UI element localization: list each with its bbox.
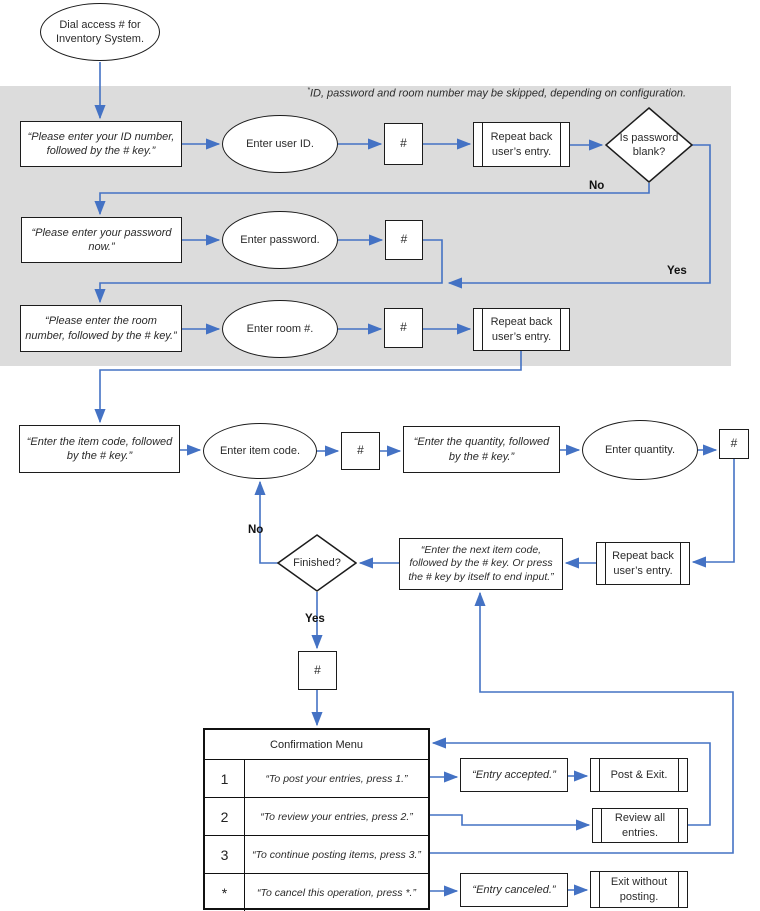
hash-key-4: # <box>341 432 380 470</box>
configuration-footnote: *ID, password and room number may be ski… <box>307 87 686 100</box>
enter-password: Enter password. <box>222 211 338 269</box>
menu-text-post: “To post your entries, press 1.” <box>265 772 408 785</box>
menu-key-1: 1 <box>205 760 245 797</box>
menu-text-continue: “To continue posting items, press 3.” <box>252 848 421 861</box>
decision-is-password-blank: Is password blank? <box>605 107 693 183</box>
hash-key-1: # <box>384 123 423 165</box>
prompt-quantity: “Enter the quantity, followed by the # k… <box>403 426 560 473</box>
menu-key-3: 3 <box>205 836 245 873</box>
menu-row-review: 2 “To review your entries, press 2.” <box>205 798 428 836</box>
entry-accepted-box: “Entry accepted.” <box>460 758 568 792</box>
enter-user-id: Enter user ID. <box>222 115 338 173</box>
footnote-asterisk: * <box>307 87 310 94</box>
prompt-password: “Please enter your password now.” <box>21 217 182 263</box>
enter-room-number: Enter room #. <box>222 300 338 358</box>
no-label-finished: No <box>248 524 264 536</box>
diamond-outline <box>277 534 357 592</box>
menu-row-continue: 3 “To continue posting items, press 3.” <box>205 836 428 874</box>
review-all-entries-box: Review all entries. <box>592 808 688 843</box>
enter-item-code: Enter item code. <box>203 423 317 479</box>
hash-key-3: # <box>384 308 423 348</box>
repeat-back-entry-3: Repeat back user’s entry. <box>596 542 690 585</box>
decision-label: Finished? <box>293 556 341 569</box>
confirmation-menu-title: Confirmation Menu <box>205 730 428 760</box>
diamond-outline <box>605 107 693 183</box>
confirmation-menu: Confirmation Menu 1 “To post your entrie… <box>203 728 430 911</box>
prompt-id-number: “Please enter your ID number, followed b… <box>20 121 182 167</box>
post-and-exit-box: Post & Exit. <box>590 758 688 792</box>
repeat-back-entry-2: Repeat back user’s entry. <box>473 308 570 351</box>
menu-key-2: 2 <box>205 798 245 835</box>
menu-key-star: * <box>205 874 245 911</box>
yes-label-finished: Yes <box>305 613 325 625</box>
decision-label: Is password blank? <box>619 131 679 158</box>
no-label-password: No <box>589 180 605 192</box>
menu-text-cancel: “To cancel this operation, press *.” <box>257 887 416 899</box>
menu-row-post: 1 “To post your entries, press 1.” <box>205 760 428 798</box>
start-terminal: Dial access # for Inventory System. <box>40 3 160 61</box>
entry-canceled-box: “Entry canceled.” <box>460 873 568 907</box>
prompt-room-number: “Please enter the room number, followed … <box>20 305 182 352</box>
prompt-next-item-code: “Enter the next item code, followed by t… <box>399 538 563 590</box>
decision-finished: Finished? <box>277 534 357 592</box>
menu-text-review: “To review your entries, press 2.” <box>260 810 413 823</box>
hash-key-2: # <box>385 220 423 260</box>
menu-row-cancel: * “To cancel this operation, press *.” <box>205 874 428 911</box>
exit-without-posting-box: Exit without posting. <box>590 871 688 908</box>
footnote-text: ID, password and room number may be skip… <box>309 87 686 100</box>
hash-key-6: # <box>298 651 337 690</box>
hash-key-5: # <box>719 429 749 459</box>
prompt-item-code: “Enter the item code, followed by the # … <box>19 425 180 473</box>
repeat-back-entry-1: Repeat back user’s entry. <box>473 122 570 167</box>
enter-quantity: Enter quantity. <box>582 420 698 480</box>
yes-label-password: Yes <box>667 265 687 277</box>
